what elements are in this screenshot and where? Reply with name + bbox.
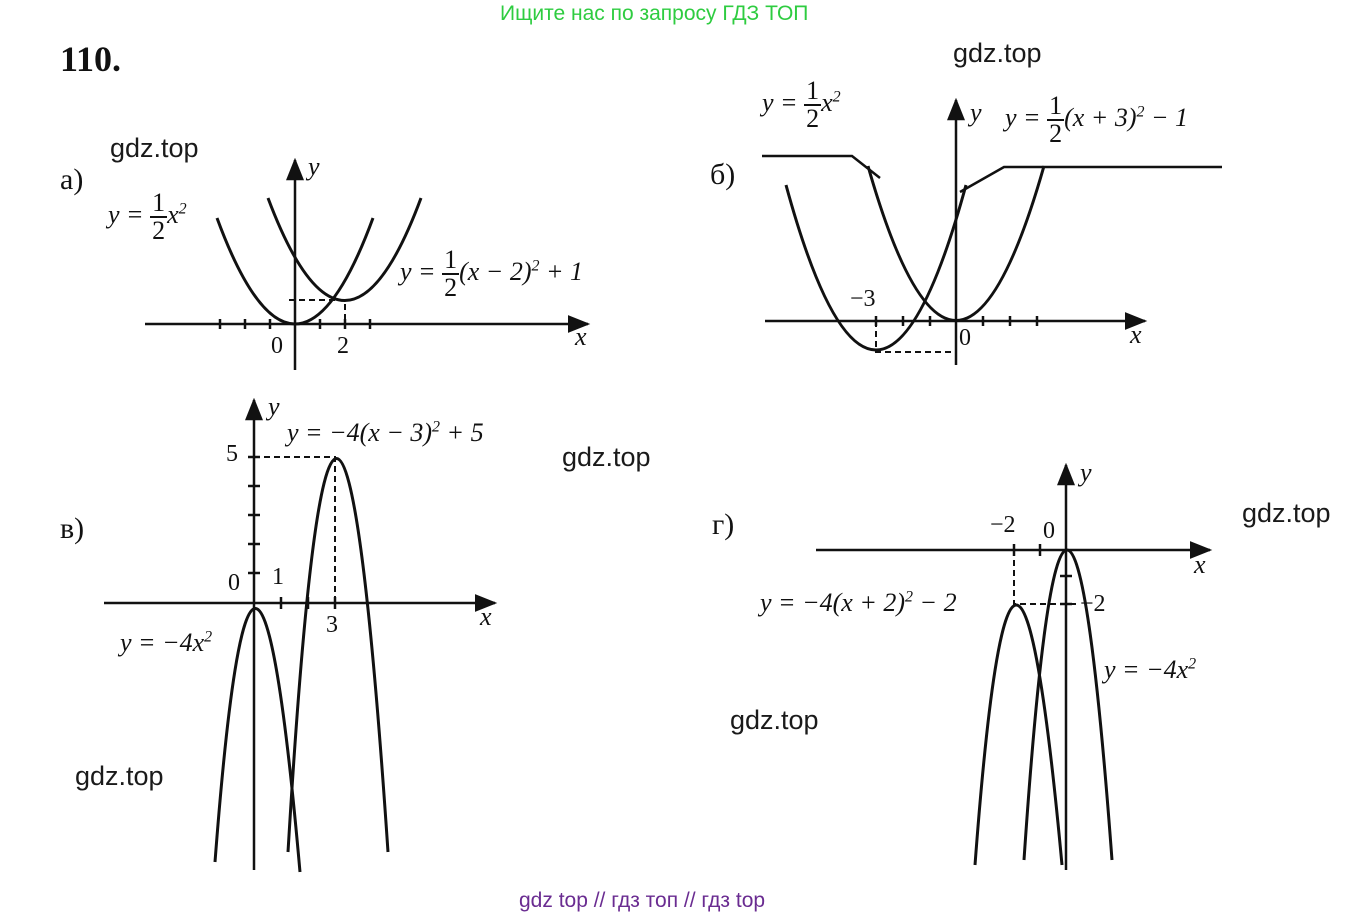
part-d-tick-neg2-x: −2 [990,512,1016,538]
graph-a-guide [289,299,346,324]
part-d-formula-base: y = −4x2 [1104,655,1197,684]
part-a-y-label: y [308,152,320,181]
footer-links: gdz top // гдз топ // гдз top [519,889,766,912]
part-d-formula-shifted: y = −4(x + 2)2 − 2 [760,588,957,617]
problem-number: 110. [60,39,122,79]
part-d-tick-0: 0 [1043,518,1055,544]
watermark-mid: gdz.top [730,705,819,735]
part-c-label: в) [60,512,85,545]
part-d-label: г) [712,508,735,541]
graph-c-guide [254,456,336,603]
part-b-tick-0: 0 [959,325,971,351]
part-b-tick-neg3: −3 [850,286,876,312]
graph-c [104,397,498,873]
graph-d-curve-base [1022,548,1114,861]
part-d-tick-neg2-y: −2 [1080,591,1106,617]
graph-c-ticks [248,455,337,609]
part-c-tick-0: 0 [228,570,240,596]
part-a-label: а) [60,163,84,196]
graph-b-leader-right [959,165,1222,194]
graph-c-curve-shifted [286,457,390,853]
part-a-tick-2: 2 [337,333,349,359]
graph-a-ticks [218,319,372,329]
graph-b-curve-shifted [784,184,968,352]
part-c-y-label: y [268,392,280,421]
graph-b [762,97,1222,365]
graph-a-curve-base [215,217,375,326]
part-c-tick-3: 3 [326,612,338,638]
graph-a-curve-shifted [266,197,423,302]
part-b-label: б) [710,158,736,191]
part-c-tick-1: 1 [272,564,284,590]
search-banner: Ищите нас по запросу ГДЗ ТОП [500,2,809,25]
watermark-c: gdz.top [562,442,651,472]
part-b-x-label: x [1130,320,1142,349]
graph-d [816,462,1213,870]
graph-d-curve-shifted [973,603,1064,866]
watermark-a: gdz.top [110,133,199,163]
part-c-formula-shifted: y = −4(x − 3)2 + 5 [287,418,484,447]
part-c-tick-5: 5 [226,441,238,467]
part-d-x-label: x [1194,550,1206,579]
part-a-tick-0: 0 [271,333,283,359]
graph-b-guide [875,321,956,353]
watermark-top: gdz.top [953,38,1042,68]
watermark-d: gdz.top [1242,498,1331,528]
part-c-x-label: x [480,602,492,631]
graph-d-guide [1013,550,1080,605]
part-d-y-label: y [1080,458,1092,487]
watermark-bottom: gdz.top [75,761,164,791]
part-c-formula-base: y = −4x2 [120,628,213,657]
graph-b-curve-base [866,165,1046,322]
part-a-x-label: x [575,322,587,351]
graph-a [145,157,591,370]
part-b-y-label: y [970,98,982,127]
graph-b-leader-left [762,154,881,179]
graph-c-curve-base [213,607,302,873]
